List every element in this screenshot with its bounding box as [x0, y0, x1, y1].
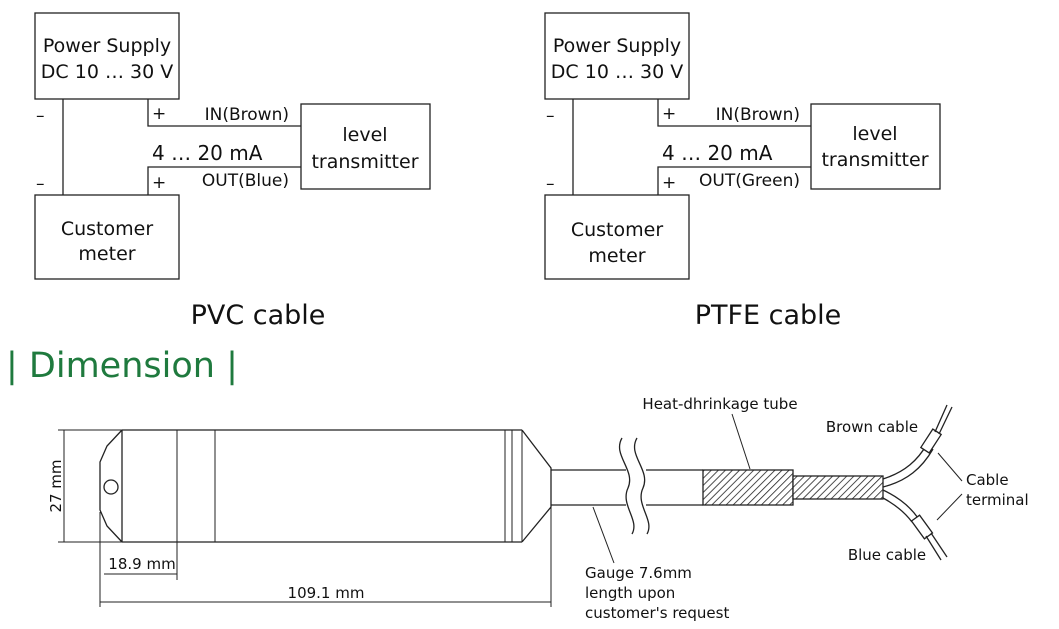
customer-meter-label: Customer — [61, 218, 153, 240]
in-brown-label: IN(Brown) — [205, 105, 289, 125]
brown-terminal-pin — [934, 404, 948, 433]
customer-meter-box — [544, 194, 690, 280]
cable-terminal-label-2: terminal — [966, 491, 1029, 509]
level-transmitter-box — [810, 103, 941, 190]
transmitter-label: level — [342, 124, 387, 146]
heat-shrink-tube-end — [792, 475, 884, 500]
power-supply-label: Power Supply — [43, 35, 171, 57]
body-length-label: 109.1 mm — [288, 584, 365, 602]
terminal-leader — [936, 493, 963, 521]
pvc-caption: PVC cable — [191, 300, 326, 331]
minus-sign-bottom: – — [546, 174, 555, 194]
minus-sign-top: – — [36, 106, 45, 126]
out-wire — [657, 166, 811, 195]
terminal-leader — [937, 452, 963, 482]
heat-shrink-leader — [731, 413, 751, 470]
transmitter-label-2: transmitter — [821, 149, 928, 171]
brown-cable-terminal — [919, 428, 943, 454]
brown-terminal-pin — [938, 406, 953, 435]
power-supply-voltage: DC 10 … 30 V — [551, 61, 683, 83]
power-supply-label: Power Supply — [553, 35, 681, 57]
gauge-note-line-1: Gauge 7.6mm — [585, 564, 692, 582]
out-green-label: OUT(Green) — [699, 171, 800, 191]
sensor-dimension-drawing: 27 mm 18.9 mm 109.1 mm Heat — [47, 395, 1029, 622]
blue-cable-label: Blue cable — [848, 546, 926, 564]
customer-meter-label-2: meter — [78, 243, 135, 265]
transmitter-label-2: transmitter — [311, 151, 418, 173]
gauge-note-line-2: length upon — [585, 584, 675, 602]
probe-taper — [521, 429, 552, 543]
current-range-label: 4 … 20 mA — [152, 141, 263, 165]
gauge-note-line-3: customer's request — [585, 604, 729, 622]
cable-break-mark — [618, 437, 635, 535]
in-brown-label: IN(Brown) — [716, 105, 800, 125]
brown-wire-upper — [882, 443, 928, 480]
ptfe-wiring-diagram: Power Supply DC 10 … 30 V Customer meter… — [544, 12, 941, 331]
gauge-leader — [592, 506, 615, 564]
blue-wire-lower — [882, 497, 913, 523]
blue-terminal-pin — [930, 532, 948, 558]
minus-sign-top: – — [546, 106, 555, 126]
in-wire — [147, 99, 301, 127]
diameter-label: 27 mm — [47, 459, 65, 512]
power-supply-box — [544, 12, 690, 100]
cable-break-mark — [633, 437, 650, 535]
ptfe-caption: PTFE cable — [695, 300, 842, 331]
brown-cable-label: Brown cable — [826, 418, 918, 436]
heat-shrink-tube — [702, 469, 794, 506]
customer-meter-label-2: meter — [588, 245, 645, 267]
minus-sign-bottom: – — [36, 174, 45, 194]
heat-shrink-label: Heat-dhrinkage tube — [642, 395, 797, 413]
plus-sign-top: + — [662, 104, 676, 124]
power-supply-voltage: DC 10 … 30 V — [41, 61, 173, 83]
out-blue-label: OUT(Blue) — [202, 171, 289, 191]
customer-meter-label: Customer — [571, 219, 663, 241]
probe-nose — [99, 429, 123, 543]
blue-terminal-pin — [925, 535, 942, 561]
transmitter-label: level — [852, 123, 897, 145]
blue-wire-upper — [882, 489, 919, 519]
plus-sign-bottom: + — [152, 173, 166, 193]
plus-sign-top: + — [152, 104, 166, 124]
customer-meter-box — [34, 194, 180, 280]
tip-length-label: 18.9 mm — [108, 555, 175, 573]
in-wire — [657, 99, 811, 127]
power-supply-box — [34, 12, 180, 100]
probe-vent-hole — [103, 479, 119, 495]
level-transmitter-box — [300, 103, 431, 190]
section-title: | Dimension | — [6, 346, 238, 386]
pvc-wiring-diagram: Power Supply DC 10 … 30 V Customer meter… — [34, 12, 431, 331]
blue-cable-terminal — [910, 514, 934, 540]
plus-sign-bottom: + — [662, 173, 676, 193]
brown-wire-lower — [882, 448, 934, 488]
current-range-label: 4 … 20 mA — [662, 141, 773, 165]
out-wire — [147, 166, 301, 195]
cable-terminal-label: Cable — [966, 471, 1009, 489]
